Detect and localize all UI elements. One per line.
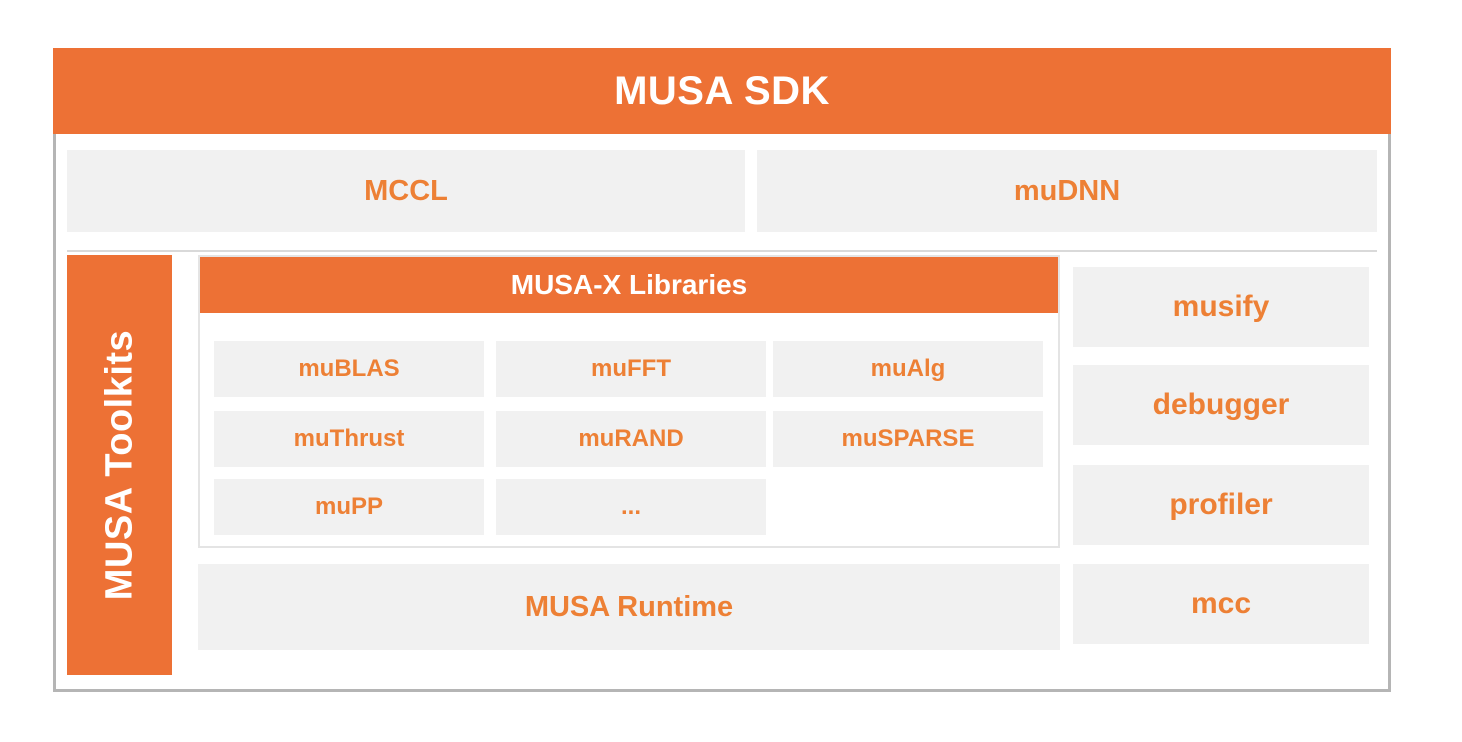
toolchain-column: musify debugger profiler mcc [1073,255,1369,655]
library-cell-mualg[interactable]: muAlg [773,341,1043,397]
musa-x-libraries-header: MUSA-X Libraries [200,257,1058,313]
musa-toolkits-label: MUSA Toolkits [98,329,140,601]
library-cell-more[interactable]: ... [496,479,766,535]
musa-sdk-diagram: MUSA SDK MCCL muDNN MUSA Toolkits MUSA-X… [53,48,1391,692]
musa-runtime-box[interactable]: MUSA Runtime [198,564,1060,650]
tool-box-profiler[interactable]: profiler [1073,465,1369,545]
musa-x-libraries-grid: muBLAS muFFT muAlg muThrust muRAND muSPA… [200,313,1058,546]
musa-x-libraries-box: MUSA-X Libraries muBLAS muFFT muAlg muTh… [198,255,1060,548]
tool-box-musify[interactable]: musify [1073,267,1369,347]
top-library-mudnn[interactable]: muDNN [757,150,1377,232]
musa-toolkits-sidebar: MUSA Toolkits [67,255,172,675]
top-libraries-row: MCCL muDNN [67,150,1377,232]
musa-toolkits-panel: MUSA Toolkits MUSA-X Libraries muBLAS mu… [67,250,1377,675]
top-library-mccl[interactable]: MCCL [67,150,745,232]
library-cell-mupp[interactable]: muPP [214,479,484,535]
tool-box-debugger[interactable]: debugger [1073,365,1369,445]
library-cell-mublas[interactable]: muBLAS [214,341,484,397]
library-cell-muff t[interactable]: muFFT [496,341,766,397]
library-cell-muthrust[interactable]: muThrust [214,411,484,467]
library-cell-musparse[interactable]: muSPARSE [773,411,1043,467]
sdk-title-bar: MUSA SDK [53,48,1391,134]
library-cell-murand[interactable]: muRAND [496,411,766,467]
tool-box-mcc[interactable]: mcc [1073,564,1369,644]
